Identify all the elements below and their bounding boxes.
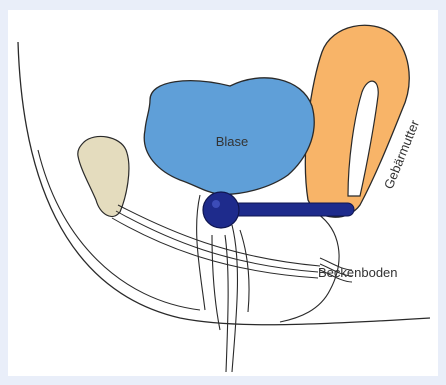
pelvic-floor-label: Beckenboden [318, 265, 398, 280]
pubic-bone [78, 136, 129, 216]
bladder-label: Blase [216, 134, 249, 149]
